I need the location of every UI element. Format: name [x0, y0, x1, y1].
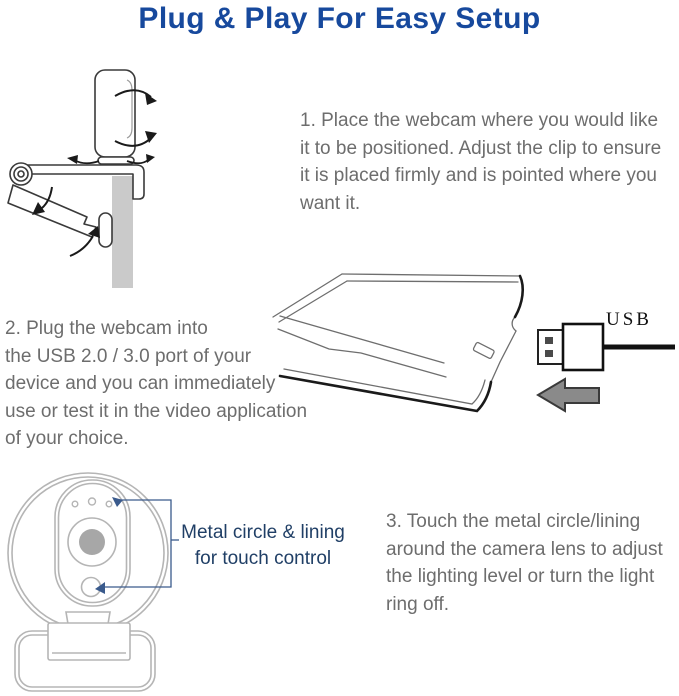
step-2-line: the USB 2.0 / 3.0 port of your	[5, 345, 252, 367]
step-3-line: the lighting level or turn the light	[386, 566, 655, 587]
clip-top-bar	[20, 164, 145, 200]
clip-foot-pad	[98, 212, 113, 248]
step-1-line: want it.	[300, 192, 361, 214]
webcam-swivel-base	[97, 156, 135, 165]
step-2-line: use or test it in the video application	[5, 400, 308, 422]
usb-metal-connector	[537, 329, 564, 365]
webcam-indicator-leds	[71, 497, 113, 508]
step-2-line: of your choice.	[5, 428, 129, 449]
usb-plug-body	[561, 322, 605, 372]
clip-swing-arrow-icon	[32, 186, 100, 257]
callout-line: Metal circle & lining	[181, 522, 345, 543]
step-2-line: 2. Plug the webcam into	[5, 318, 208, 339]
clip-hinge	[9, 162, 33, 186]
direction-arrow-icon	[536, 377, 600, 413]
step-1-line: it is placed firmly and is pointed where…	[300, 165, 657, 186]
usb-plug-icon	[536, 322, 675, 413]
webcam-lens	[67, 517, 117, 567]
step-1-line: it to be positioned. Adjust the clip to …	[300, 137, 662, 159]
step-3-line: around the camera lens to adjust	[386, 538, 663, 560]
usb-label: USB	[606, 309, 652, 330]
webcam-clip-plate	[47, 622, 131, 661]
page-title: Plug & Play For Easy Setup	[138, 2, 541, 35]
step-3-text: 3. Touch the metal circle/lining around …	[386, 508, 663, 618]
step-3-line: ring off.	[386, 593, 450, 615]
webcam-side-clip-illustration	[7, 69, 157, 288]
laptop-usb-port	[472, 341, 495, 359]
callout-line: for touch control	[194, 548, 332, 569]
step-2-line: device and you can immediately	[5, 373, 276, 394]
clip-arm	[7, 184, 97, 238]
monitor-edge	[112, 176, 133, 288]
step-1-text: 1. Place the webcam where you would like…	[300, 107, 661, 217]
callout-leader-line	[95, 497, 179, 594]
step-3-line: 3. Touch the metal circle/lining	[386, 511, 641, 532]
swivel-arrow-icon	[67, 154, 155, 165]
callout-label: Metal circle & lining for touch control	[181, 520, 345, 572]
webcam-front-illustration	[7, 472, 179, 692]
webcam-body-side	[94, 69, 136, 158]
step-1-line: 1. Place the webcam where you would like	[300, 110, 659, 131]
laptop-illustration	[272, 273, 525, 413]
step-2-text: 2. Plug the webcam into the USB 2.0 / 3.…	[5, 315, 307, 453]
rotation-arrow-icon	[114, 89, 157, 147]
